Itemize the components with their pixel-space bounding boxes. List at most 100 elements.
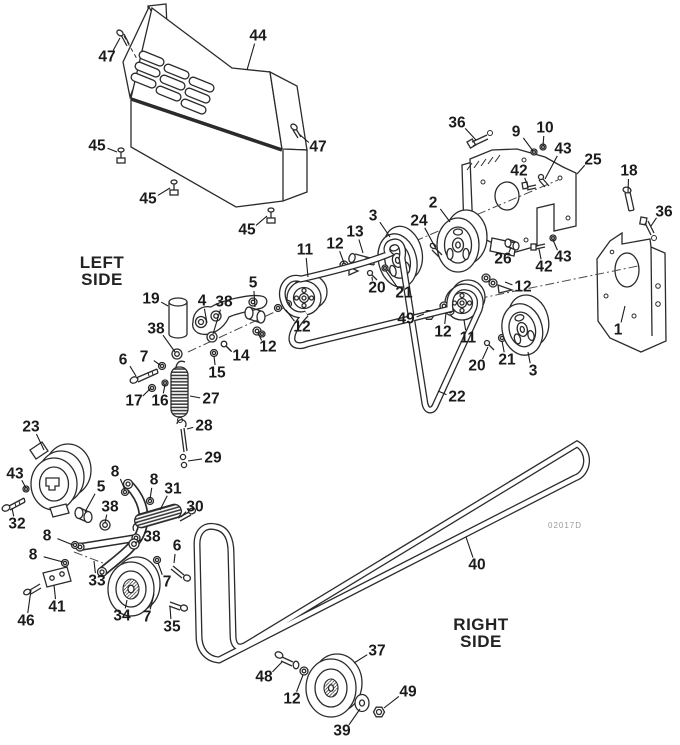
leader-line <box>439 208 451 223</box>
bracket-41 <box>42 566 72 588</box>
leader-line <box>169 606 172 620</box>
callout-38: 38 <box>101 499 119 524</box>
part-number-12: 12 <box>283 691 300 708</box>
part-number-34: 34 <box>113 608 131 625</box>
part-number-3: 3 <box>369 208 378 225</box>
callout-12: 12 <box>257 332 277 356</box>
leader-line <box>482 346 489 360</box>
leader-line <box>149 487 153 500</box>
callout-49: 49 <box>383 684 417 709</box>
leader-line <box>444 312 447 325</box>
part-number-6: 6 <box>173 538 182 555</box>
leader-line <box>189 395 201 399</box>
part-number-28: 28 <box>195 418 213 435</box>
nuts-29 <box>179 453 188 469</box>
left-side-label-line2: SIDE <box>81 270 123 289</box>
leader-line <box>538 248 542 260</box>
callout-7: 7 <box>140 349 161 366</box>
part-number-32: 32 <box>8 516 25 533</box>
callout-36: 36 <box>650 204 673 227</box>
eyebolt-28 <box>176 419 188 453</box>
electric-clutch-23 <box>29 441 92 518</box>
leader-line <box>104 514 108 524</box>
callout-45: 45 <box>238 215 268 239</box>
part-number-21: 21 <box>395 285 413 302</box>
clip-nut-45-a <box>116 147 126 164</box>
part-number-33: 33 <box>88 573 106 590</box>
leader-line <box>157 562 163 575</box>
bolt-6-lower <box>170 565 192 582</box>
part-number-14: 14 <box>232 348 250 365</box>
part-number-7: 7 <box>143 609 152 626</box>
bolt-20-lower <box>483 339 495 351</box>
part-number-13: 13 <box>346 224 364 241</box>
callout-34: 34 <box>113 599 131 625</box>
callout-15: 15 <box>208 355 226 382</box>
part-number-15: 15 <box>208 365 226 382</box>
part-number-36: 36 <box>448 115 466 132</box>
part-number-20: 20 <box>468 358 485 375</box>
callout-21: 21 <box>498 340 516 369</box>
idler-pulley-34 <box>107 556 161 617</box>
right-side-label-line2: SIDE <box>460 632 502 651</box>
leader-line <box>522 137 534 152</box>
leader-line <box>35 433 45 451</box>
callout-39: 39 <box>333 708 361 740</box>
leader-line <box>11 507 15 517</box>
washer-7-a <box>152 555 162 565</box>
part-number-8: 8 <box>43 528 52 545</box>
leader-line <box>180 511 187 518</box>
part-number-5: 5 <box>249 275 258 292</box>
clip-nut-45-c <box>266 207 276 224</box>
part-number-19: 19 <box>142 291 160 308</box>
part-number-43: 43 <box>554 141 572 158</box>
callout-47: 47 <box>298 133 327 156</box>
pulley-3-lower <box>501 294 550 356</box>
leader-line <box>153 360 161 366</box>
leader-line <box>527 351 531 364</box>
leader-line <box>524 177 529 187</box>
callout-13: 13 <box>346 224 364 254</box>
part-number-27: 27 <box>202 391 219 408</box>
leader-line <box>383 696 400 709</box>
part-number-37: 37 <box>368 643 385 660</box>
part-number-12: 12 <box>326 236 343 253</box>
callout-7: 7 <box>143 593 155 626</box>
leader-line <box>650 217 657 227</box>
leader-line <box>424 227 436 248</box>
callout-43: 43 <box>544 141 572 180</box>
part-number-17: 17 <box>125 393 142 410</box>
part-number-18: 18 <box>620 163 638 180</box>
callout-5: 5 <box>249 275 258 308</box>
bolt-47-left <box>116 29 130 47</box>
leader-line <box>186 426 194 430</box>
bolt-32 <box>1 497 26 512</box>
callout-8: 8 <box>29 547 64 564</box>
callout-33: 33 <box>88 560 106 590</box>
part-number-47: 47 <box>309 139 326 156</box>
nut-15 <box>209 348 219 358</box>
callout-49: 49 <box>397 311 425 328</box>
callout-30: 30 <box>180 499 204 518</box>
nut-49-bottom <box>372 706 386 718</box>
callout-5: 5 <box>84 479 106 513</box>
nut-9 <box>530 148 538 156</box>
callout-35: 35 <box>163 606 181 636</box>
part-number-7: 7 <box>163 574 172 591</box>
leader-line <box>212 309 221 335</box>
leader-line <box>53 584 57 600</box>
leader-line <box>157 187 171 196</box>
leader-line <box>285 309 295 322</box>
callout-17: 17 <box>125 387 152 410</box>
bolt-48 <box>274 651 300 670</box>
callout-2: 2 <box>429 195 451 223</box>
leader-line <box>119 478 126 491</box>
part-number-26: 26 <box>494 251 512 268</box>
leader-line <box>84 493 96 513</box>
part-number-11: 11 <box>297 242 314 259</box>
part-number-25: 25 <box>584 152 602 169</box>
nuts-8 <box>60 487 155 568</box>
callout-44: 44 <box>246 28 267 71</box>
